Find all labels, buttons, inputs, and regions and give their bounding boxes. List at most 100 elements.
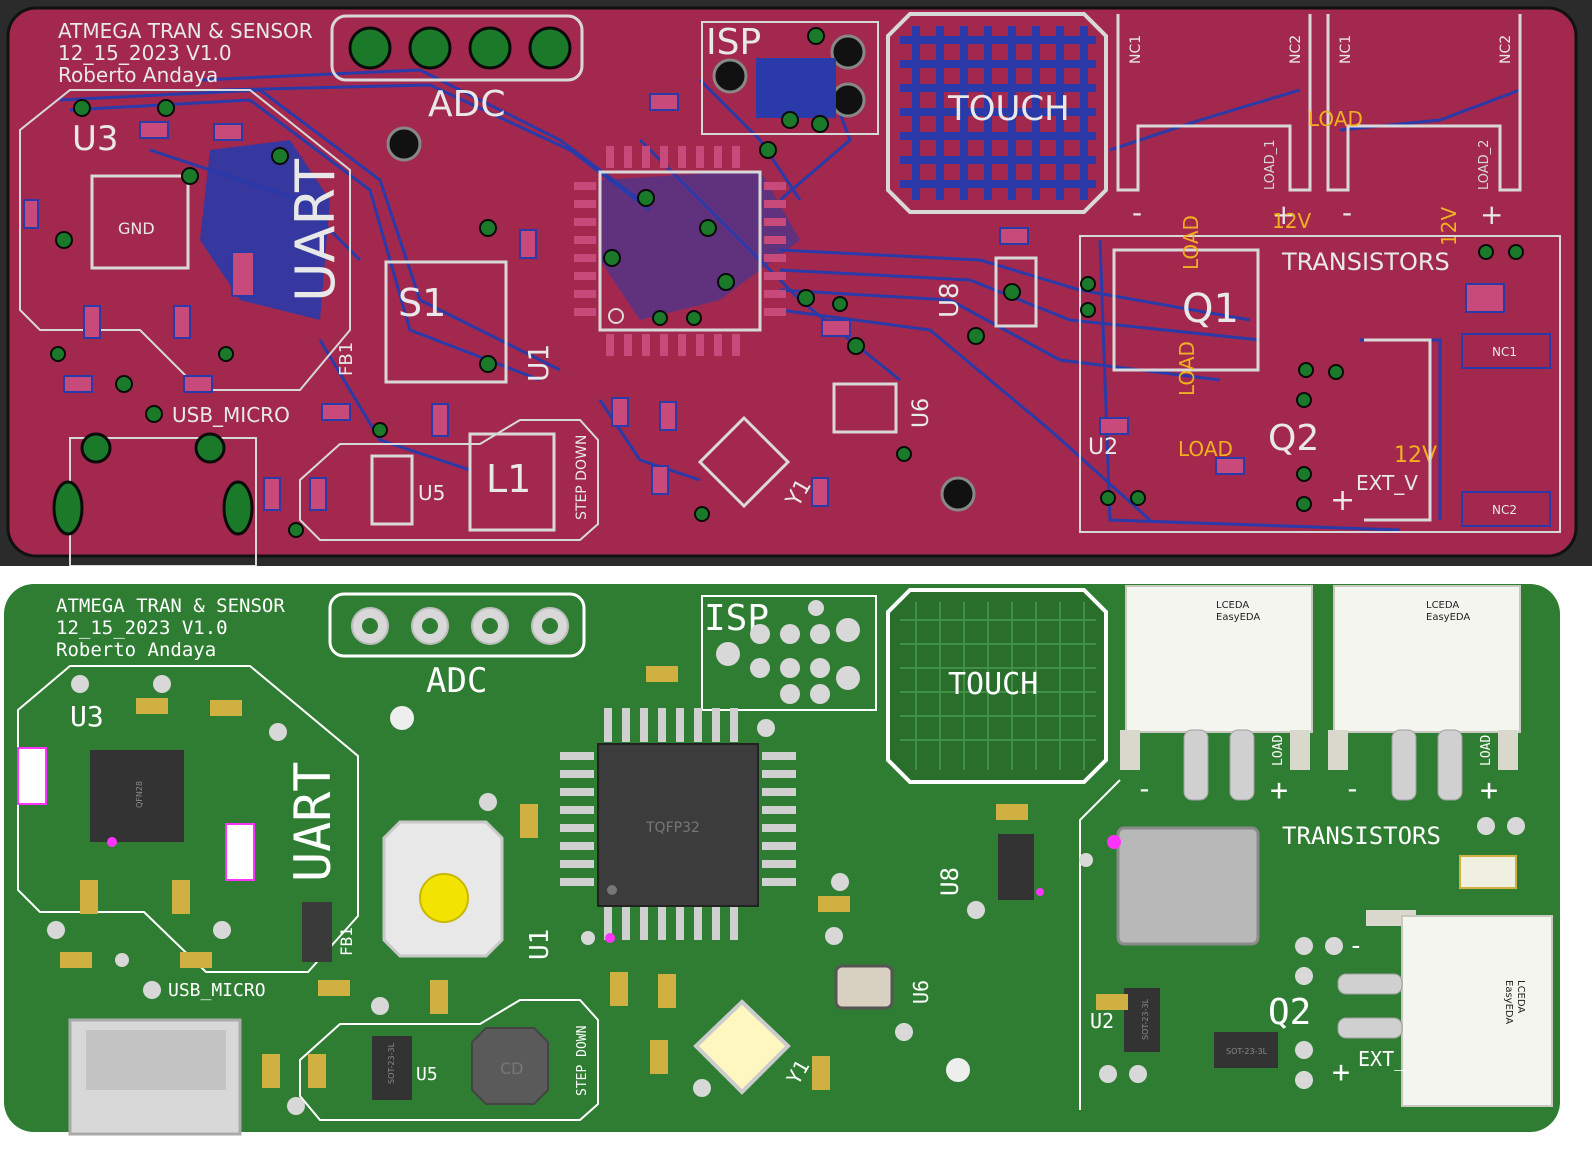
bot-load-b-label: LOAD: [1479, 735, 1494, 766]
isp-pads: [712, 27, 866, 133]
nc1-c-box: [1461, 333, 1551, 369]
bot-touch-label: TOUCH: [948, 667, 1038, 702]
gnd-label: GND: [118, 219, 155, 238]
nc2-c-box: [1461, 491, 1551, 527]
transistors-label: TRANSISTORS: [1281, 248, 1450, 276]
fb1-package: [302, 902, 332, 962]
touch-pad-grid: [900, 26, 1096, 200]
easyeda-logo-3: EasyEDA: [1503, 980, 1514, 1024]
plus-ext-label: +: [1330, 483, 1355, 518]
load2-small-label: LOAD_2: [1477, 140, 1492, 190]
load-mid1-label: LOAD: [1179, 215, 1203, 270]
q2-package: [1214, 1032, 1278, 1068]
transistor-region: [1079, 235, 1561, 533]
bot-header-line-2: 12_15_2023 V1.0: [56, 617, 228, 639]
touch-label: TOUCH: [947, 89, 1070, 129]
bot-uart-region: [17, 665, 359, 973]
mounting-hole-2: [940, 476, 976, 512]
u3-pin1-marker: [107, 837, 117, 847]
bot-header-line-3: Roberto Andaya: [56, 639, 216, 661]
s1-button-cap[interactable]: [419, 873, 469, 923]
u8-label: U8: [935, 282, 965, 318]
bot-smd-parts: [60, 666, 1128, 1090]
bot-test-points: [47, 675, 1525, 1115]
u5-outline: [370, 454, 414, 526]
bot-plus-a-label: +: [1270, 773, 1288, 808]
u6-outline: [832, 382, 898, 434]
usb-connector-shell: [86, 1030, 226, 1090]
bot-adc-label: ADC: [426, 661, 487, 701]
y1-outline: [697, 415, 791, 509]
l1-label: L1: [486, 457, 531, 501]
load-mid2-label: LOAD: [1175, 341, 1199, 396]
l1-package: [471, 1027, 549, 1105]
s1-label: S1: [398, 281, 446, 325]
u2-package: [1124, 988, 1160, 1052]
inductor-label: CD: [500, 1059, 524, 1078]
u3-label: U3: [72, 119, 119, 159]
u2-label: U2: [1088, 435, 1118, 460]
bot-minus-c-label: -: [1348, 931, 1364, 961]
bot-fb1-label: FB1: [337, 927, 356, 956]
ext-terminal-block: [1337, 910, 1553, 1107]
bot-led-1: [17, 747, 47, 805]
header-line-1: ATMEGA TRAN & SENSOR: [58, 19, 313, 43]
sot-label-2: SOT-23-3L: [1141, 998, 1150, 1040]
pcb-3d-canvas: ATMEGA TRAN & SENSOR 12_15_2023 V1.0 Rob…: [0, 580, 1592, 1174]
u5-package: [372, 1036, 412, 1100]
load-connectors: [1116, 14, 1522, 192]
mounting-hole-1: [386, 126, 422, 162]
nc1-b-label: NC1: [1338, 35, 1354, 64]
v12-a-label: 12V: [1272, 209, 1311, 233]
copper-pour-mcu: [600, 170, 800, 320]
l1-outline: [468, 432, 556, 532]
smd-pads: [23, 93, 1505, 511]
u8-outline: [994, 256, 1038, 328]
q1-pin1-marker: [1107, 835, 1121, 849]
bot-u3-label: U3: [70, 700, 104, 733]
adc-pads: [348, 26, 572, 70]
bot-ext-label: EXT_: [1358, 1047, 1407, 1071]
q1-package: [1116, 826, 1260, 946]
lceda-logo-3: LCEDA: [1515, 980, 1526, 1013]
sot-label-3: SOT-23-3L: [1226, 1047, 1268, 1056]
minus-b-label: -: [1342, 196, 1352, 229]
adc-label: ADC: [428, 84, 505, 125]
bot-minus-a-label: -: [1136, 772, 1153, 805]
nc2-b-label: NC2: [1498, 35, 1514, 64]
bot-u8-label: U8: [936, 867, 964, 896]
bot-u1-label: U1: [525, 929, 555, 960]
bot-step-down-region: [299, 999, 599, 1121]
u8-package: [998, 834, 1034, 900]
u3-package: [90, 750, 184, 842]
nc1-c-label: NC1: [1492, 345, 1517, 359]
pcb-3d-view: ATMEGA TRAN & SENSOR 12_15_2023 V1.0 Rob…: [0, 580, 1592, 1174]
bot-header-line-1: ATMEGA TRAN & SENSOR: [56, 595, 285, 617]
u6-package: [834, 964, 894, 1010]
bot-minus-b-label: -: [1344, 772, 1361, 805]
bot-u6-label: U6: [909, 980, 933, 1004]
bot-u5-label: U5: [416, 1064, 438, 1085]
adc-header-outline: [330, 14, 584, 82]
bot-led-2: [225, 823, 255, 881]
bot-transistor-region: [1079, 779, 1121, 1110]
bot-mounting-hole-1: [390, 706, 414, 730]
u3-chip-outline: [90, 174, 190, 270]
isp-outline: [701, 21, 879, 135]
load-top-label: LOAD: [1308, 107, 1363, 131]
tqfp-label: TQFP32: [645, 820, 700, 836]
step-down-region: [299, 419, 599, 541]
usb-pads: [52, 432, 254, 536]
isp-label: ISP: [706, 22, 761, 63]
u6-label: U6: [909, 398, 934, 428]
s1-outline: [384, 260, 508, 384]
uart-label: UART: [284, 158, 347, 302]
bot-touch-grid: [900, 602, 1096, 770]
bot-uart-label: UART: [284, 762, 342, 882]
bot-terminal-block-2: [1328, 585, 1521, 801]
sot-label-1: SOT-23-3L: [387, 1042, 396, 1084]
bot-plus-b-label: +: [1480, 773, 1498, 808]
bot-smd-cap: [1459, 855, 1517, 889]
ext-connector-outline: [1364, 338, 1432, 522]
mcu-package: [560, 708, 796, 943]
